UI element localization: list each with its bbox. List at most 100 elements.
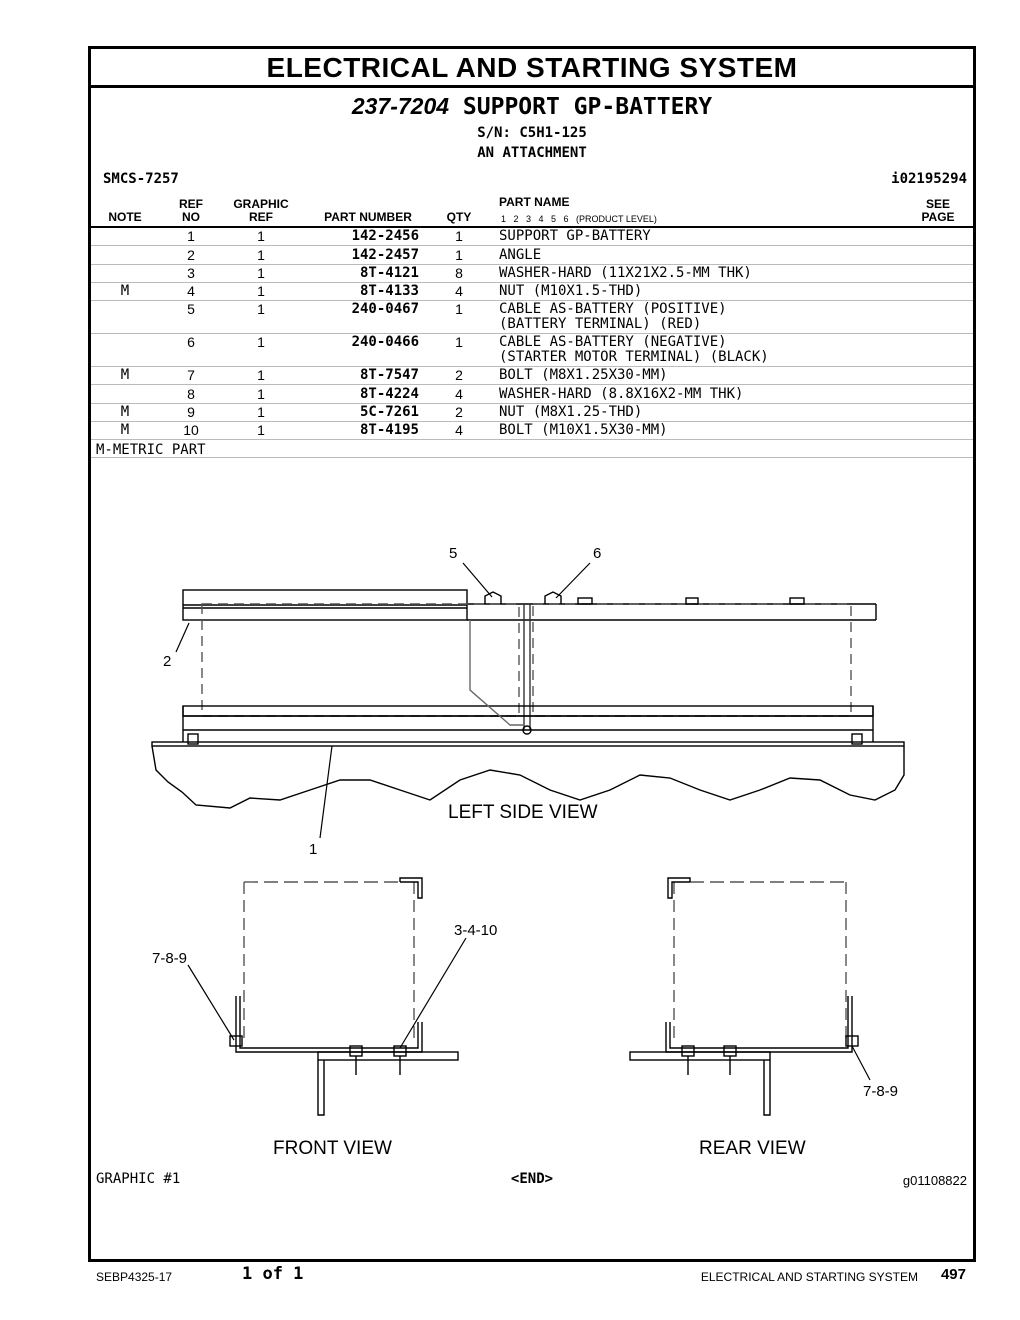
col-see-page-line1: SEE (925, 197, 950, 211)
ref-cell: 8 (187, 386, 195, 402)
part-name-cell: BOLT (M10X1.5X30-MM) (499, 422, 668, 438)
footer-page-number: 497 (940, 1266, 966, 1283)
qty-cell: 2 (455, 404, 463, 420)
rear-view-leaders (851, 1045, 871, 1081)
part-number-cell: 240-0467 (351, 301, 419, 317)
table-row: 8 1 8T-4224 4 WASHER-HARD (8.8X16X2-MM T… (91, 385, 973, 404)
table-row: M 7 1 8T-7547 2 BOLT (M8X1.25X30-MM) (91, 366, 973, 385)
left-side-view-drawing (151, 589, 905, 809)
ref-cell: 4 (187, 283, 195, 299)
part-name-cell: NUT (M10X1.5-THD) (499, 283, 643, 299)
part-name-cell: CABLE AS-BATTERY (NEGATIVE) (STARTER MOT… (499, 334, 769, 365)
group-type: AN ATTACHMENT (477, 145, 587, 161)
info-id: i02195294 (891, 171, 967, 187)
graphic-id: g01108822 (902, 1173, 967, 1188)
rear-view-label: REAR VIEW (699, 1138, 806, 1159)
qty-cell: 8 (455, 265, 463, 281)
metric-note: M-METRIC PART (96, 442, 206, 458)
table-row: M 10 1 8T-4195 4 BOLT (M10X1.5X30-MM) (91, 421, 973, 440)
col-part-name: PART NAME (499, 195, 570, 209)
col-note: NOTE (108, 210, 142, 224)
col-graphic-ref: GRAPHIC REF (229, 198, 293, 224)
graphic-ref-cell: 1 (257, 301, 265, 317)
part-name-cell: SUPPORT GP-BATTERY (499, 228, 651, 244)
qty-cell: 4 (455, 283, 463, 299)
battery-outline-right (532, 603, 852, 717)
callout-7-8-9-front: 7-8-9 (152, 950, 187, 967)
product-level: 1 2 3 4 5 6 (PRODUCT LEVEL) (501, 214, 657, 224)
graphic-ref-cell: 1 (257, 247, 265, 263)
col-part-number: PART NUMBER (324, 210, 412, 224)
graphic-ref-cell: 1 (257, 367, 265, 383)
page-frame: ELECTRICAL AND STARTING SYSTEM 237-7204 … (88, 46, 976, 1262)
smcs-code: SMCS-7257 (103, 171, 179, 187)
part-name-cell: BOLT (M8X1.25X30-MM) (499, 367, 668, 383)
note-cell: M (120, 367, 130, 383)
part-number-cell: 8T-7547 (359, 367, 419, 383)
group-heading: 237-7204 SUPPORT GP-BATTERY (91, 93, 973, 120)
qty-cell: 4 (455, 386, 463, 402)
front-view-drawing (229, 877, 459, 1116)
qty-cell: 2 (455, 367, 463, 383)
callout-3-4-10: 3-4-10 (454, 922, 497, 939)
front-view-leaders (187, 937, 467, 1049)
graphic-ref-cell: 1 (257, 283, 265, 299)
qty-cell: 1 (455, 334, 463, 350)
col-see-page: SEE PAGE (913, 198, 963, 224)
note-cell: M (120, 404, 130, 420)
group-part-number: 237-7204 (351, 93, 450, 119)
ref-cell: 2 (187, 247, 195, 263)
battery-outline-left (201, 603, 520, 717)
part-name-cell: NUT (M8X1.25-THD) (499, 404, 643, 420)
qty-cell: 1 (455, 301, 463, 317)
metric-rule (91, 457, 973, 458)
section-title: ELECTRICAL AND STARTING SYSTEM (91, 49, 973, 88)
footer-document-number: SEBP4325-17 (96, 1270, 173, 1284)
callout-5: 5 (449, 545, 457, 562)
part-number-cell: 142-2456 (351, 228, 419, 244)
ref-cell: 5 (187, 301, 195, 317)
part-number-cell: 8T-4121 (359, 265, 419, 281)
col-ref-no-line2: NO (182, 210, 200, 224)
group-name: SUPPORT GP-BATTERY (462, 94, 713, 120)
table-row: 1 1 142-2456 1 SUPPORT GP-BATTERY (91, 227, 973, 246)
ref-cell: 7 (187, 367, 195, 383)
qty-cell: 4 (455, 422, 463, 438)
part-number-cell: 8T-4195 (359, 422, 419, 438)
footer-page-of: 1 of 1 (242, 1264, 304, 1284)
part-name-cell: CABLE AS-BATTERY (POSITIVE) (BATTERY TER… (499, 301, 727, 332)
front-view-label: FRONT VIEW (273, 1138, 392, 1159)
note-cell: M (120, 283, 130, 299)
table-row: 2 1 142-2457 1 ANGLE (91, 246, 973, 265)
table-row: 5 1 240-0467 1 CABLE AS-BATTERY (POSITIV… (91, 300, 973, 334)
qty-cell: 1 (455, 247, 463, 263)
graphic-label: GRAPHIC #1 (96, 1171, 181, 1187)
col-qty: QTY (446, 210, 472, 224)
graphic-ref-cell: 1 (257, 265, 265, 281)
footer-section: ELECTRICAL AND STARTING SYSTEM (700, 1270, 918, 1284)
view-labels: LEFT SIDE VIEW FRONT VIEW REAR VIEW (273, 802, 806, 1159)
col-graphic-ref-line1: GRAPHIC (233, 197, 289, 211)
rear-view-drawing (629, 877, 859, 1116)
part-number-cell: 5C-7261 (359, 404, 419, 420)
graphic-ref-cell: 1 (257, 228, 265, 244)
note-cell: M (120, 422, 130, 438)
col-graphic-ref-line2: REF (249, 210, 273, 224)
ref-cell: 6 (187, 334, 195, 350)
drawing-callouts: 5 6 2 1 3-4-10 7-8-9 7-8-9 (152, 545, 898, 1100)
callout-6: 6 (593, 545, 601, 562)
graphic-ref-cell: 1 (257, 422, 265, 438)
col-ref-no: REF NO (171, 198, 211, 224)
part-number-cell: 142-2457 (351, 247, 419, 263)
ref-cell: 1 (187, 228, 195, 244)
part-name-cell: WASHER-HARD (11X21X2.5-MM THK) (499, 265, 752, 281)
serial-number: S/N: C5H1-125 (477, 125, 587, 141)
table-row: M 4 1 8T-4133 4 NUT (M10X1.5-THD) (91, 282, 973, 301)
part-name-cell: WASHER-HARD (8.8X16X2-MM THK) (499, 386, 744, 402)
end-marker: <END> (510, 1171, 554, 1187)
qty-cell: 1 (455, 228, 463, 244)
left-side-leaders (175, 562, 591, 839)
graphic-ref-cell: 1 (257, 386, 265, 402)
ref-cell: 10 (183, 422, 199, 438)
callout-2: 2 (163, 653, 171, 670)
